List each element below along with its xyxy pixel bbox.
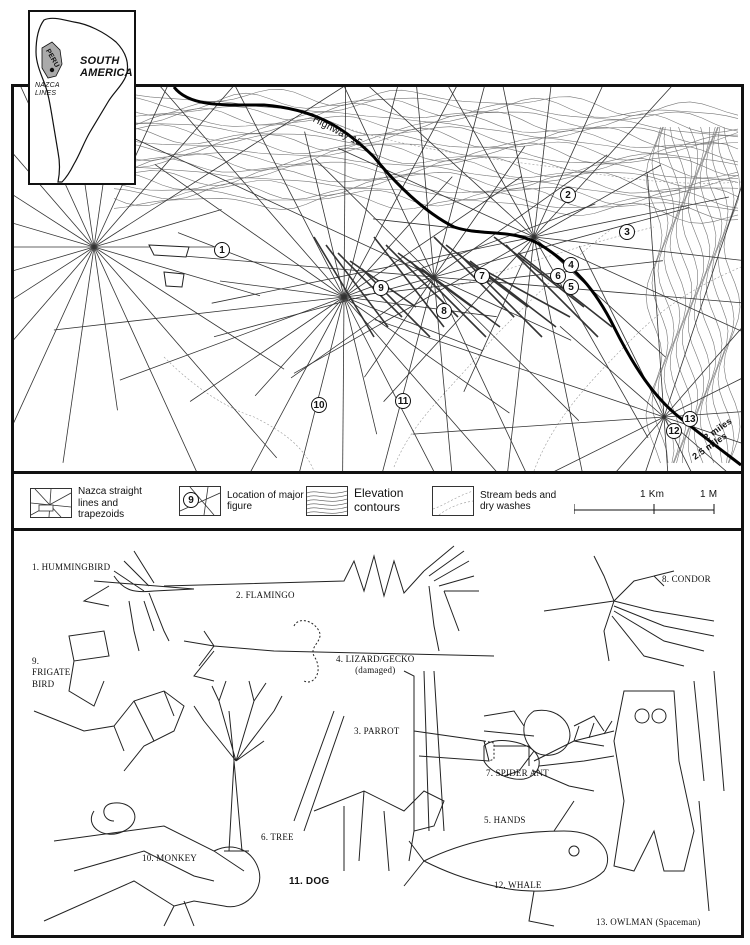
legend-elevation-swatch bbox=[306, 486, 348, 516]
label-frigate-word-1: FRIGATE bbox=[32, 667, 71, 678]
figure-marker-4[interactable]: 4 bbox=[563, 257, 579, 273]
owlman-figure bbox=[613, 670, 725, 912]
label-lizard-note: (damaged) bbox=[355, 665, 396, 675]
legend-streams: Stream beds and dry washes bbox=[432, 486, 570, 516]
hands-figure bbox=[483, 720, 615, 792]
label-lizard: 4. LIZARD/GECKO (damaged) bbox=[336, 655, 415, 675]
scale-bar-drawing bbox=[574, 504, 715, 514]
label-lizard-name: 4. LIZARD/GECKO bbox=[336, 654, 415, 664]
elevation-swatch-icon bbox=[307, 490, 347, 514]
label-frigate-bird: 9. FRIGATE BIRD bbox=[32, 656, 70, 690]
label-dog: 11. DOG bbox=[289, 876, 330, 887]
site-word-1: NAZCA bbox=[35, 82, 60, 89]
scale-mile-label: 1 M bbox=[700, 489, 718, 500]
label-parrot: 3. PARROT bbox=[354, 726, 400, 736]
figure-marker-12[interactable]: 12 bbox=[666, 423, 682, 439]
tree-figure bbox=[193, 680, 283, 852]
figures-gallery: 1. HUMMINGBIRD 2. FLAMINGO 8. CONDOR 4. … bbox=[11, 528, 744, 938]
map-legend: Nazca straight lines and trapezoids 9 Lo… bbox=[11, 471, 744, 531]
label-condor: 8. CONDOR bbox=[662, 574, 711, 584]
map-drawing bbox=[14, 87, 741, 471]
hummingbird-figure bbox=[82, 550, 195, 652]
label-tree: 6. TREE bbox=[261, 832, 294, 842]
figure-marker-13[interactable]: 13 bbox=[682, 411, 698, 427]
label-frigate-num: 9. bbox=[32, 656, 40, 666]
label-owlman: 13. OWLMAN (Spaceman) bbox=[596, 917, 701, 927]
south-america-outline bbox=[35, 17, 129, 183]
nazca-overview-map: Highway 15 1 2 3 4 5 6 7 8 9 10 11 12 13… bbox=[11, 84, 744, 474]
inset-site-label: NAZCA LINES bbox=[35, 82, 60, 97]
legend-streams-swatch bbox=[432, 486, 474, 516]
figure-marker-1[interactable]: 1 bbox=[214, 242, 230, 258]
scale-bar: 1 Km 1 M bbox=[574, 484, 724, 524]
continent-word-2: AMERICA bbox=[80, 66, 133, 79]
figure-marker-5[interactable]: 5 bbox=[563, 279, 579, 295]
label-hands: 5. HANDS bbox=[484, 815, 526, 825]
monkey-figure bbox=[43, 802, 261, 927]
figures-drawing bbox=[33, 545, 725, 927]
figure-marker-7[interactable]: 7 bbox=[474, 268, 490, 284]
legend-lines: Nazca straight lines and trapezoids bbox=[30, 486, 156, 521]
figure-marker-8[interactable]: 8 bbox=[436, 303, 452, 319]
peru-shape bbox=[41, 41, 63, 79]
streams-swatch-icon bbox=[433, 490, 473, 515]
figure-marker-3[interactable]: 3 bbox=[619, 224, 635, 240]
site-word-2: LINES bbox=[35, 89, 57, 97]
highway-15-road bbox=[172, 87, 741, 467]
trapezoid bbox=[148, 244, 190, 288]
scale-km-label: 1 Km bbox=[640, 489, 665, 500]
label-hummingbird: 1. HUMMINGBIRD bbox=[32, 562, 111, 572]
inset-continent-map bbox=[35, 17, 129, 183]
south-america-inset: SOUTH AMERICA PERU NAZCA LINES bbox=[28, 10, 136, 185]
label-spider-ant: 7. SPIDER ANT bbox=[486, 768, 549, 778]
flamingo-figure bbox=[163, 545, 479, 652]
lines-swatch-icon bbox=[31, 489, 71, 518]
nazca-straight-lines bbox=[14, 87, 741, 471]
dog-figure bbox=[293, 710, 445, 872]
label-frigate-word-2: BIRD bbox=[32, 678, 55, 689]
legend-figure-number: 9 bbox=[183, 492, 199, 508]
figure-marker-9[interactable]: 9 bbox=[373, 280, 389, 296]
whale-figure bbox=[403, 800, 609, 927]
legend-lines-text: Nazca straight lines and trapezoids bbox=[78, 486, 142, 520]
legend-elevation-text: Elevation contours bbox=[354, 486, 404, 514]
figure-swatch-icon bbox=[180, 487, 220, 515]
parrot-figure bbox=[403, 670, 495, 832]
figure-marker-10[interactable]: 10 bbox=[311, 397, 327, 413]
legend-elevation: Elevation contours bbox=[306, 486, 426, 516]
nazca-location-dot bbox=[49, 67, 55, 73]
condor-figure bbox=[543, 555, 715, 667]
legend-figure-text: Location of major figure bbox=[227, 489, 304, 513]
lizard-figure bbox=[183, 620, 495, 683]
label-whale: 12. WHALE bbox=[494, 880, 542, 890]
figure-marker-2[interactable]: 2 bbox=[560, 187, 576, 203]
continent-word-1: SOUTH bbox=[80, 55, 120, 67]
figure-marker-11[interactable]: 11 bbox=[395, 393, 411, 409]
figure-marker-6[interactable]: 6 bbox=[550, 268, 566, 284]
legend-figure: 9 Location of major figure bbox=[179, 486, 307, 516]
legend-lines-swatch bbox=[30, 488, 72, 519]
legend-figure-swatch: 9 bbox=[179, 486, 221, 516]
legend-streams-text: Stream beds and dry washes bbox=[480, 489, 557, 513]
spider-ant-figure bbox=[483, 709, 605, 777]
label-flamingo: 2. FLAMINGO bbox=[236, 590, 295, 600]
inset-continent-label: SOUTH AMERICA bbox=[80, 55, 133, 79]
frigate-bird-figure bbox=[33, 630, 185, 772]
label-monkey: 10. MONKEY bbox=[142, 853, 197, 863]
